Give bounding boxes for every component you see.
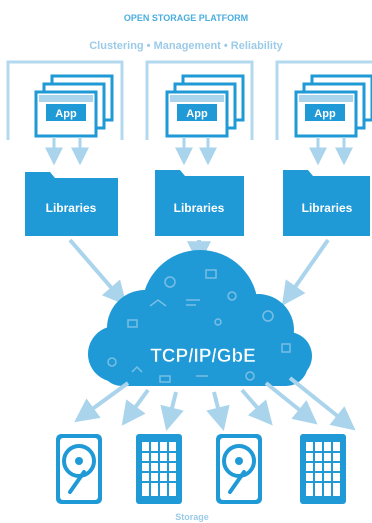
app-label: App — [55, 108, 77, 120]
flow-arrow — [264, 381, 318, 425]
app-stack-icon — [294, 74, 372, 138]
platform-title: OPEN STORAGE PLATFORM — [124, 13, 248, 23]
libraries-folder-icon — [25, 172, 118, 236]
libraries-label: Libraries — [174, 201, 225, 215]
server-node-2: App Libraries — [145, 60, 254, 236]
hard-disk-icon — [56, 434, 102, 504]
app-label: App — [314, 108, 336, 120]
server-frame — [6, 60, 124, 140]
app-label: App — [186, 108, 208, 120]
cloud-texture — [107, 269, 291, 383]
libraries-folder-icon — [155, 170, 244, 236]
flow-arrow — [288, 376, 356, 431]
network-cloud-icon — [88, 250, 312, 386]
flow-arrow — [68, 238, 127, 306]
libraries-label: Libraries — [302, 201, 353, 215]
flow-arrow — [281, 238, 330, 306]
libraries-folder-icon — [283, 170, 370, 236]
server-node-1: App Libraries — [6, 60, 124, 236]
app-stack-icon — [165, 74, 245, 138]
libraries-label: Libraries — [46, 201, 97, 215]
server-frame — [275, 60, 372, 140]
platform-subtitle: Clustering • Management • Reliability — [89, 40, 283, 52]
network-label: TCP/IP/GbE — [150, 346, 256, 367]
flow-arrow — [206, 391, 230, 431]
storage-label: Storage — [175, 512, 209, 522]
flash-storage-icon — [136, 434, 182, 504]
server-frame — [145, 60, 254, 140]
server-node-3: App Libraries — [275, 60, 372, 236]
flow-arrow — [121, 388, 150, 426]
app-stack-icon — [34, 74, 114, 138]
flow-arrow — [74, 381, 130, 423]
flow-arrow — [240, 388, 273, 426]
hard-disk-icon — [216, 434, 262, 504]
flash-storage-icon — [300, 434, 346, 504]
flow-arrow — [160, 391, 184, 431]
